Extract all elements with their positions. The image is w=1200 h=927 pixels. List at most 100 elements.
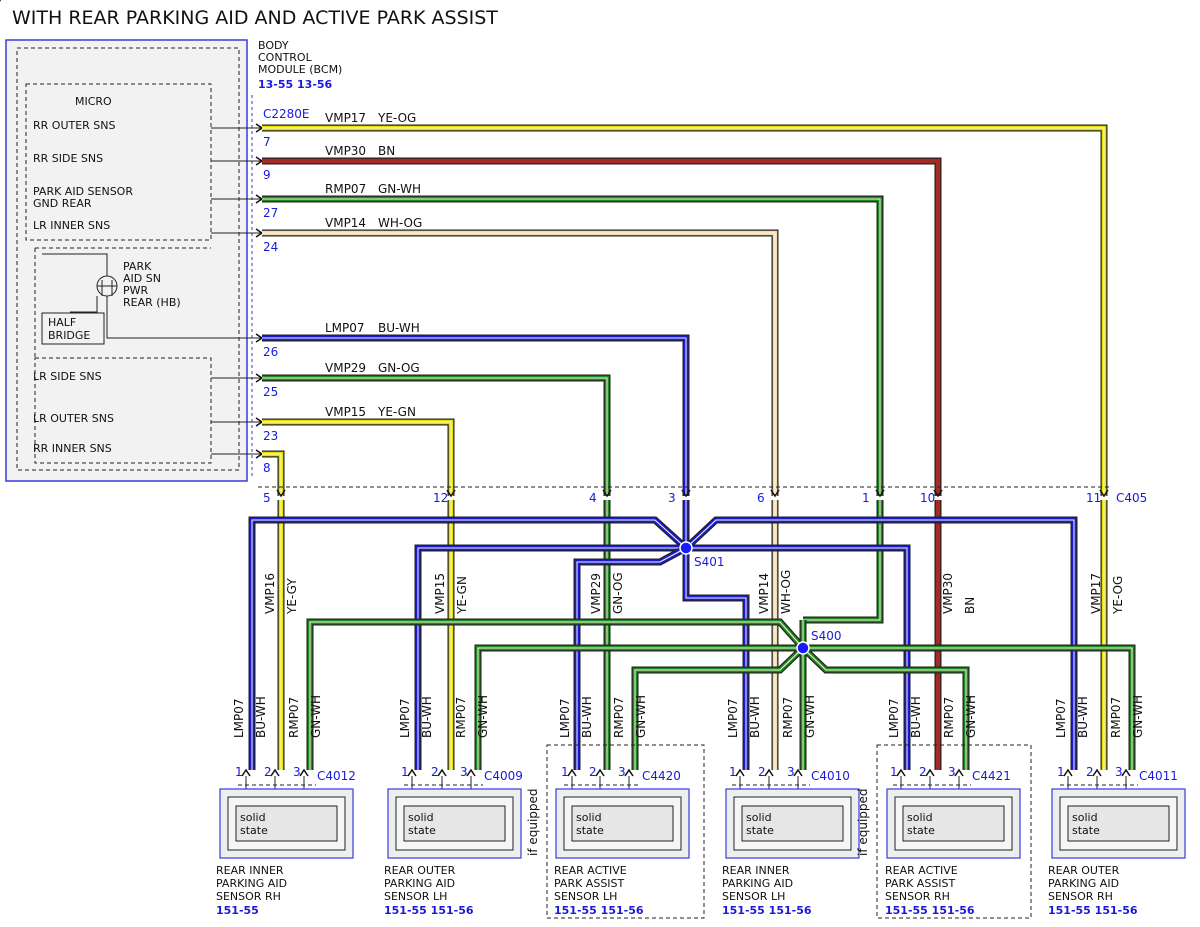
solid-state-box xyxy=(902,805,1005,842)
sensor-label-rmp07: RMP07 xyxy=(942,697,956,738)
vlabel-vmp29-circuit: VMP29 xyxy=(589,573,603,614)
sensor-connector-label: C4421 xyxy=(972,769,1011,783)
bcm-name-line: MODULE (BCM) xyxy=(258,63,342,76)
wire-vmp14-stripe xyxy=(262,232,776,496)
wire-vmp17-stripe xyxy=(262,127,1105,496)
wire-s401-branch-5-stripe xyxy=(686,547,908,770)
sensor-label-gn-wh: GN-WH xyxy=(476,695,490,738)
pwr-label: REAR (HB) xyxy=(123,296,181,309)
bcm-page-refs: 13-55 13-56 xyxy=(258,78,333,91)
wire-s400-branch-2-stripe xyxy=(477,647,803,770)
wire-vmp15-stripe xyxy=(262,421,452,496)
wire-s400-branch-3-stripe xyxy=(634,647,804,770)
sensor-pin-number: 3 xyxy=(618,765,626,779)
sensor-name-line: SENSOR RH xyxy=(216,890,281,903)
wire-vmp15-outline xyxy=(262,418,455,496)
wire-s401-branch-2-stripe xyxy=(417,547,686,770)
sensor-label-rmp07: RMP07 xyxy=(1109,697,1123,738)
sensor-label-gn-wh: GN-WH xyxy=(803,695,817,738)
wire-label-vmp14-circuit: VMP14 xyxy=(325,216,366,230)
wire-label-vmp29-color: GN-OG xyxy=(378,361,420,375)
wire-s400-branch-5-stripe xyxy=(802,647,967,770)
sensor-name-line: SENSOR RH xyxy=(885,890,950,903)
sensor-name-line: PARKING AID xyxy=(1048,877,1119,890)
signal-lr-inner: LR INNER SNS xyxy=(33,219,110,232)
sensor-name-line: SENSOR LH xyxy=(722,890,785,903)
sensor-page-refs: 151-55 151-56 xyxy=(554,904,644,917)
sensor-label-gn-wh: GN-WH xyxy=(964,695,978,738)
splice-s401-dot xyxy=(679,541,693,555)
wire-s400-branch-6-stripe xyxy=(803,647,1133,770)
sensor-pin-arrow xyxy=(270,768,280,777)
solid-state-label: state xyxy=(408,824,436,837)
splice-s400-dot xyxy=(796,641,810,655)
wire-label-vmp17-circuit: VMP17 xyxy=(325,111,366,125)
c405-pin-arrow xyxy=(770,489,780,498)
sensor-pin-arrow xyxy=(1092,768,1102,777)
connector-c405-label: C405 xyxy=(1116,491,1147,505)
sensor-pin-number: 2 xyxy=(431,765,439,779)
sensor-pin-number: 2 xyxy=(1086,765,1094,779)
c405-pin-arrow xyxy=(446,489,456,498)
sensor-pin-number: 2 xyxy=(758,765,766,779)
c405-pin-number: 4 xyxy=(589,491,597,505)
c405-pin-arrow xyxy=(276,489,286,498)
solid-state-box xyxy=(1067,805,1170,842)
vlabel-vmp15-circuit: VMP15 xyxy=(433,573,447,614)
sensor-label-gn-wh: GN-WH xyxy=(634,695,648,738)
sensor-pin-number: 1 xyxy=(890,765,898,779)
wire-rmp07-stripe xyxy=(262,198,881,496)
solid-state-label: state xyxy=(1072,824,1100,837)
c405-pin-arrow xyxy=(602,489,612,498)
signal-rr-side: RR SIDE SNS xyxy=(33,152,103,165)
half-bridge-line xyxy=(70,296,98,313)
micro-box-top xyxy=(25,83,212,241)
sensor-label-bu-wh: BU-WH xyxy=(580,696,594,738)
sensor-label-rmp07: RMP07 xyxy=(612,697,626,738)
sensor-label-rmp07: RMP07 xyxy=(287,697,301,738)
sensor-pin-arrow xyxy=(624,768,634,777)
sensor-pin-arrow xyxy=(1063,768,1073,777)
sensor-label-lmp07: LMP07 xyxy=(887,698,901,738)
sensor-label-rmp07: RMP07 xyxy=(781,697,795,738)
sensor-connector-label: C4009 xyxy=(484,769,523,783)
sensor-pin-number: 1 xyxy=(729,765,737,779)
sensor-name-line: SENSOR LH xyxy=(554,890,617,903)
c405-pin-number: 12 xyxy=(433,491,448,505)
sensor-pin-arrow xyxy=(1121,768,1131,777)
sensor-pin-arrow xyxy=(793,768,803,777)
vlabel-vmp14-circuit: VMP14 xyxy=(757,573,771,614)
wire-label-vmp15-circuit: VMP15 xyxy=(325,405,366,419)
optional-sensor-border xyxy=(876,744,1032,919)
connector-c2280e-label: C2280E xyxy=(263,107,310,121)
sensor-pin-arrow xyxy=(299,768,309,777)
sensor-name-line: REAR OUTER xyxy=(1048,864,1120,877)
pin-number: 9 xyxy=(263,168,271,182)
sensor-pin-number: 3 xyxy=(787,765,795,779)
wire-vmp15-fill xyxy=(262,419,454,496)
wire-vmp16-stripe xyxy=(262,453,282,496)
micro-box-bottom xyxy=(34,357,212,464)
solid-state-label: state xyxy=(240,824,268,837)
sensor-pin-arrow xyxy=(437,768,447,777)
sensor-pin-number: 3 xyxy=(293,765,301,779)
solid-state-label: solid xyxy=(746,811,772,824)
sensor-connector-label: C4420 xyxy=(642,769,681,783)
wire-lmp07-stripe xyxy=(262,337,687,496)
bcm-name-line: BODY xyxy=(258,39,289,52)
wire-label-rmp07-circuit: RMP07 xyxy=(325,182,366,196)
wire-rmp07-outline xyxy=(262,195,884,496)
sensor-pin-arrow xyxy=(241,768,251,777)
vlabel-vmp14-color: WH-OG xyxy=(779,570,793,614)
signal-rr-outer: RR OUTER SNS xyxy=(33,119,116,132)
wire-s400-branch-1-fill xyxy=(307,619,805,770)
vlabel-vmp17-color: YE-OG xyxy=(1111,576,1125,615)
c405-pin-number: 6 xyxy=(757,491,765,505)
sensor-pin-arrow xyxy=(896,768,906,777)
half-bridge-label: BRIDGE xyxy=(48,329,90,342)
